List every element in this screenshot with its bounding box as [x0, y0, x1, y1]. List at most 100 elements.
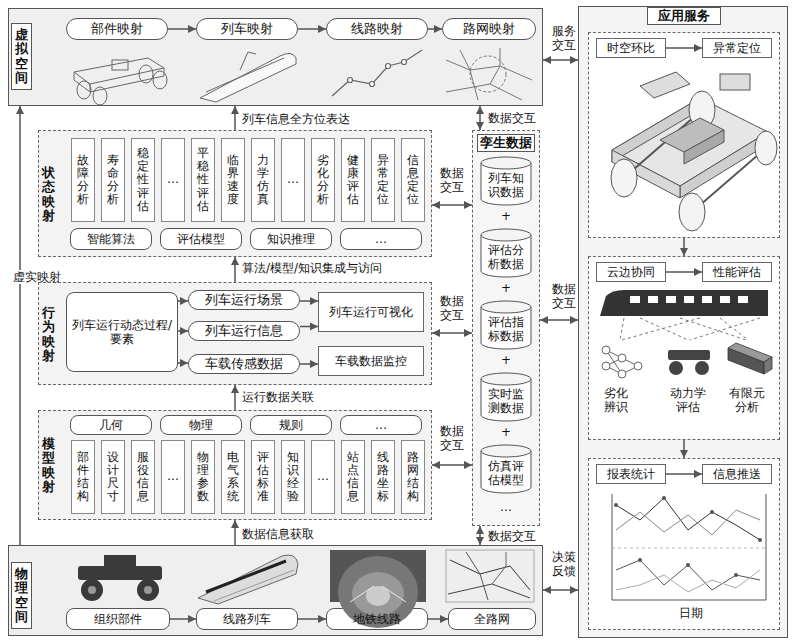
bogie-photo [78, 566, 162, 580]
data-cylinder: 评估指标数据 [480, 300, 532, 350]
edge-label: 数据信息获取 [242, 527, 314, 541]
neural-net-icon [618, 354, 626, 362]
illustration-part [734, 573, 738, 577]
bogie-3d [611, 159, 637, 197]
connector-arrow [666, 271, 702, 273]
connector-arrow [543, 589, 578, 591]
illustration-part [614, 503, 618, 507]
node-label: 评估模型 [177, 232, 225, 246]
column-box: 信息定位 [401, 138, 425, 222]
column-box: 力学仿真 [251, 138, 275, 222]
data-cylinder: 实时监测数据 [480, 372, 532, 422]
edge-label: 服务交互 [551, 24, 577, 52]
node-label: 线路映射 [351, 22, 403, 36]
node-label: 实时监测数据 [486, 379, 526, 415]
connector-arrow [683, 238, 685, 256]
annotation-label: … [496, 500, 516, 514]
train-silhouette [600, 290, 768, 316]
node-label: 云边协同 [607, 265, 655, 279]
rounded-box: 智能算法 [70, 228, 152, 250]
column-box: … [161, 138, 185, 222]
node-label: 信息定位 [407, 154, 419, 207]
tunnel-photo [352, 572, 404, 616]
cylinder-top [481, 445, 531, 457]
node-label: 地铁线路 [353, 612, 401, 626]
process-box: 时空环比 [596, 38, 666, 58]
process-box: 报表统计 [596, 464, 666, 484]
column-box: 路网结构 [401, 440, 425, 514]
panel-heading: 应用服务 [647, 7, 721, 25]
bogie-icon [669, 361, 683, 375]
node-label: 评估标准 [257, 451, 269, 504]
column-box: 物理参数 [191, 440, 215, 514]
node-label: 智能算法 [87, 232, 135, 246]
bogie-photo [88, 586, 96, 594]
column-box: 设计尺寸 [101, 440, 125, 514]
process-box: 异常定位 [702, 38, 772, 58]
annotation-label: + [496, 209, 516, 223]
panel-heading: 孪生数据 [477, 134, 535, 152]
edge-label: 数据交互 [439, 424, 465, 452]
node-label: 部件映射 [91, 22, 143, 36]
connector-arrow [479, 526, 481, 545]
process-oval: 部件映射 [66, 18, 168, 40]
rounded-box: 线路列车 [196, 608, 298, 630]
process-box: 列车运行可视化 [318, 292, 424, 332]
process-oval: 线路映射 [326, 18, 428, 40]
connector-arrow [666, 473, 702, 475]
connector-arrow [540, 319, 578, 321]
connector-arrow [178, 300, 188, 302]
node-label: 知识推理 [267, 232, 315, 246]
network-photo [466, 552, 488, 600]
annotation-label: 劣化辨识 [603, 386, 629, 414]
annotation-label: 动力学评估 [669, 386, 707, 414]
column-box: 异常定位 [371, 138, 395, 222]
edge-label: 运行数据关联 [242, 390, 314, 404]
column-box: 电气系统 [221, 440, 245, 514]
annotation-label: 有限元分析 [728, 386, 766, 414]
bogie-3d [720, 74, 750, 90]
connector-arrow [298, 28, 326, 30]
process-oval: 车载传感数据 [188, 354, 300, 374]
node-label: 组织部件 [94, 612, 142, 626]
process-box: 云边协同 [596, 262, 666, 282]
node-label: 车载数据监控 [335, 354, 407, 368]
node-label: 物理参数 [197, 451, 209, 504]
cylinder-top [481, 157, 531, 169]
column-box: 服役信息 [131, 440, 155, 514]
bogie-photo [144, 586, 152, 594]
connector-arrow [428, 618, 448, 620]
rounded-box: … [340, 228, 422, 250]
train-silhouette [684, 296, 694, 303]
rounded-box: 列车运行动态过程/要素 [66, 292, 178, 372]
node-label: 报表统计 [607, 467, 655, 481]
node-label: 故障分析 [77, 154, 89, 207]
service-subpanel: 报表统计 信息推送 [588, 458, 780, 630]
annotation-label: + [496, 425, 516, 439]
connector-arrow [170, 618, 196, 620]
neural-net-icon [602, 362, 610, 370]
train-silhouette [666, 296, 676, 303]
bogie-icon [668, 350, 710, 360]
connector-arrow [178, 362, 188, 364]
line-map [402, 60, 407, 65]
node-label: … [375, 232, 387, 246]
node-label: 部件结构 [77, 451, 89, 504]
network-photo [492, 552, 506, 584]
rounded-box: 规则 [250, 415, 332, 435]
node-label: 路网映射 [463, 22, 515, 36]
edge-label: 决策反馈 [551, 550, 577, 578]
illustration-part [662, 496, 666, 500]
node-label: 物理 [189, 418, 213, 432]
connector-arrow [19, 106, 21, 545]
train-silhouette [600, 290, 768, 316]
line-map [370, 82, 375, 87]
process-box: 信息推送 [702, 464, 772, 484]
illustration-part [686, 563, 690, 567]
node-label: 规则 [279, 418, 303, 432]
train-silhouette [648, 296, 658, 303]
column-box: 评估标准 [251, 440, 275, 514]
node-label: 健康评估 [347, 154, 359, 207]
network-photo [446, 550, 534, 602]
